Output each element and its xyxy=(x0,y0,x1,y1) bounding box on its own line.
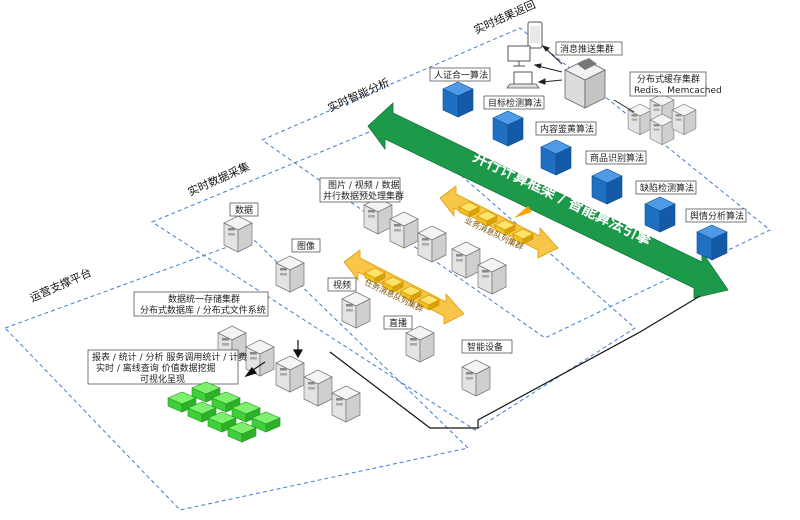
zone-ops-plane xyxy=(4,237,470,511)
storage-label-box xyxy=(133,291,269,317)
algo-label-1: 人证合一算法 xyxy=(434,69,488,81)
source-video-label: 视频 xyxy=(333,279,351,291)
source-device-node xyxy=(461,359,491,397)
preprocess-title: 图片 / 视频 / 数据 xyxy=(328,179,400,191)
algo-cube-5 xyxy=(644,196,676,233)
source-data-node xyxy=(223,215,253,253)
source-video-label-box xyxy=(327,277,357,292)
source-image-label-box xyxy=(291,238,321,253)
cache-cluster-nodes xyxy=(627,93,697,146)
source-live-label: 直播 xyxy=(389,317,407,329)
cache-cluster-subtitle: Redis、Memcached xyxy=(634,86,722,96)
algo-label-2: 目标检测算法 xyxy=(488,97,542,109)
laptop-icon xyxy=(506,71,540,89)
algo-cube-3 xyxy=(540,139,572,176)
source-device-label-box xyxy=(461,339,513,354)
source-live-node xyxy=(405,325,435,363)
ops-label-box xyxy=(87,349,239,385)
storage-title: 数据统一存储集群 xyxy=(168,293,240,305)
flow-connectors xyxy=(244,295,701,429)
ops-line-1: 报表 / 统计 / 分析 服务调用统计 / 计费 xyxy=(92,351,247,363)
monitor-icon xyxy=(507,45,531,67)
return-arrows xyxy=(533,45,563,85)
source-video-node xyxy=(341,291,371,329)
ops-green-nodes xyxy=(167,381,281,443)
cache-cluster-title: 分布式缓存集群 xyxy=(637,73,700,85)
cache-connector xyxy=(613,99,635,113)
zone-title-analysis: 实时智能分析 xyxy=(326,75,392,115)
push-cluster-label-box xyxy=(555,41,623,56)
source-image-node xyxy=(275,255,305,293)
preprocess-label-box xyxy=(319,177,401,203)
source-image-label: 图像 xyxy=(297,240,315,252)
source-data-label: 数据 xyxy=(235,204,253,216)
source-data-label-box xyxy=(229,202,259,217)
ops-line-2: 实时 / 离线查询 价值数据挖掘 xyxy=(96,362,216,374)
ops-line-3: 可视化呈现 xyxy=(140,373,185,385)
algo-label-4: 商品识别算法 xyxy=(590,152,644,164)
algorithm-labels: 人证合一算法 目标检测算法 内容鉴黄算法 商品识别算法 缺陷检测算法 舆情分析算… xyxy=(429,67,747,223)
zone-title-ops: 运营支撑平台 xyxy=(28,265,94,305)
zone-title-collection: 实时数据采集 xyxy=(186,159,252,199)
zone-collection-plane xyxy=(150,119,636,431)
push-cluster-node xyxy=(564,58,606,109)
algo-cube-4 xyxy=(591,168,623,205)
algo-cube-6 xyxy=(696,224,728,261)
algo-cube-1 xyxy=(442,81,474,118)
tablet-icon xyxy=(527,21,543,49)
algo-cube-2 xyxy=(492,110,524,147)
algo-label-5: 缺陷检测算法 xyxy=(640,182,694,194)
storage-subtitle: 分布式数据库 / 分布式文件系统 xyxy=(140,304,266,316)
source-live-label-box xyxy=(383,315,413,330)
preprocess-subtitle: 并行数据预处理集群 xyxy=(323,190,404,202)
algo-label-6: 舆情分析算法 xyxy=(690,210,744,222)
source-device-label: 智能设备 xyxy=(467,341,503,353)
zone-analysis-plane xyxy=(260,27,771,339)
algo-label-3: 内容鉴黄算法 xyxy=(540,123,594,135)
push-cluster-label: 消息推送集群 xyxy=(560,43,614,55)
cache-cluster-label-box xyxy=(629,71,707,97)
